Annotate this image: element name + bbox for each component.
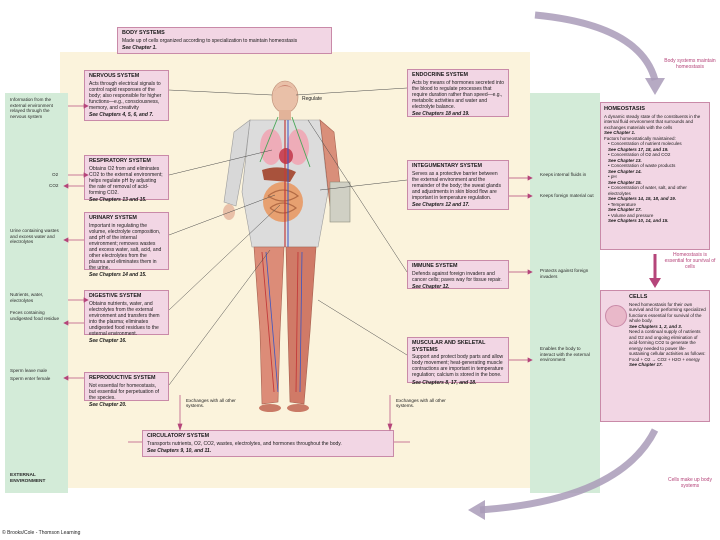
exchanges-right-label: Exchanges with all other systems. bbox=[396, 398, 446, 408]
factor-chapter: See Chapters 17, 18, and 19. bbox=[608, 146, 669, 152]
immune-system-text: Defends against foreign invaders and can… bbox=[412, 270, 502, 283]
exchanges-left-label: Exchanges with all other systems. bbox=[186, 398, 236, 408]
homeostasis-box: HOMEOSTASIS A dynamic steady state of th… bbox=[600, 102, 710, 250]
endocrine-system-chapter: See Chapters 18 and 19. bbox=[412, 111, 470, 118]
respiratory-system-box: RESPIRATORY SYSTEM Obtains O2 from and e… bbox=[84, 155, 169, 204]
info-note: Information from the external environmen… bbox=[10, 97, 53, 120]
immune-system-chapter: See Chapter 12. bbox=[412, 283, 450, 290]
reproductive-system-text: Not essential for homeostasis, but essen… bbox=[89, 382, 160, 401]
factor-chapter: See Chapter 17. bbox=[608, 207, 642, 213]
factor-item: • Concentration of waste products bbox=[608, 163, 676, 169]
integumentary-system-text: Serves as a protective barrier between t… bbox=[412, 170, 501, 201]
external-environment-label: EXTERNAL ENVIRONMENT bbox=[10, 473, 46, 484]
cells-text2: Need a continual supply of nutrients and… bbox=[629, 329, 706, 357]
cells-make-up-caption: Cells make up body systems bbox=[668, 477, 712, 489]
muscular-skeletal-system-title: MUSCULAR AND SKELETAL SYSTEMS bbox=[412, 340, 486, 353]
digestive-system-box: DIGESTIVE SYSTEM Obtains nutrients, wate… bbox=[84, 290, 169, 344]
factor-item: • Concentration of O2 and CO2 bbox=[608, 152, 671, 158]
body-systems-title: BODY SYSTEMS bbox=[122, 30, 165, 36]
factor-chapter: See Chapters 10, 14, and 15. bbox=[608, 218, 669, 224]
nervous-system-box: NERVOUS SYSTEM Acts through electrical s… bbox=[84, 70, 169, 121]
factor-item: • pH bbox=[608, 174, 617, 180]
enables-note: Enables the body to interact with the ex… bbox=[540, 346, 590, 363]
endocrine-system-title: ENDOCRINE SYSTEM bbox=[412, 72, 469, 78]
urinary-system-title: URINARY SYSTEM bbox=[89, 215, 137, 221]
urinary-system-chapter: See Chapters 14 and 15. bbox=[89, 272, 147, 279]
factor-item: • Volume and pressure bbox=[608, 212, 654, 218]
body-systems-box: BODY SYSTEMS Made up of cells organized … bbox=[117, 27, 332, 54]
muscular-skeletal-system-chapter: See Chapters 8, 17, and 18. bbox=[412, 379, 477, 386]
respiratory-system-text: Obtains O2 from and eliminates CO2 to th… bbox=[89, 165, 163, 196]
factor-item: • Concentration of water, salt, and othe… bbox=[608, 185, 687, 196]
urinary-system-text: Important in regulating the volume, elec… bbox=[89, 222, 162, 272]
sperm-female-note: Sperm enter female bbox=[10, 376, 51, 381]
endocrine-system-box: ENDOCRINE SYSTEM Acts by means of hormon… bbox=[407, 69, 509, 117]
human-body-illustration bbox=[223, 80, 351, 412]
integumentary-system-chapter: See Chapters 12 and 17. bbox=[412, 202, 470, 209]
feces-note: Feces containing undigested food residue bbox=[10, 310, 60, 321]
reproductive-system-title: REPRODUCTIVE SYSTEM bbox=[89, 375, 156, 381]
factor-item: • Concentration of nutrient molecules bbox=[608, 141, 682, 147]
factor-chapter: See Chapter 15. bbox=[608, 179, 642, 185]
o2-note: O2 bbox=[52, 172, 59, 177]
homeostasis-text: A dynamic steady state of the constituen… bbox=[604, 113, 701, 130]
respiratory-system-title: RESPIRATORY SYSTEM bbox=[89, 158, 151, 164]
nutrients-note: Nutrients, water, electrolytes bbox=[10, 292, 44, 303]
immune-system-box: IMMUNE SYSTEM Defends against foreign in… bbox=[407, 260, 509, 290]
factor-chapter: See Chapter 13. bbox=[608, 157, 642, 163]
co2-note: CO2 bbox=[49, 183, 59, 188]
cells-title: CELLS bbox=[629, 294, 648, 300]
urinary-system-box: URINARY SYSTEM Important in regulating t… bbox=[84, 212, 169, 278]
reproductive-system-box: REPRODUCTIVE SYSTEM Not essential for ho… bbox=[84, 372, 169, 408]
body-systems-text: Made up of cells organized according to … bbox=[122, 37, 298, 44]
factor-item: • Temperature bbox=[608, 201, 637, 207]
muscular-skeletal-system-text: Support and protect body parts and allow… bbox=[412, 354, 504, 379]
copyright-text: © Brooks/Cole - Thomson Learning bbox=[2, 530, 81, 536]
cells-box: CELLS Need homeostasis for their own sur… bbox=[600, 290, 710, 422]
keeps-out-note: Keeps foreign material out bbox=[540, 193, 594, 198]
nervous-system-chapter: See Chapters 4, 5, 6, and 7. bbox=[89, 112, 154, 119]
homeostasis-factors-intro: Factors homeostatically maintained: bbox=[604, 135, 676, 141]
cells-chapter1: See Chapters 1, 2, and 3. bbox=[629, 323, 683, 329]
homeostasis-chapter: See Chapter 1. bbox=[604, 130, 636, 136]
cells-chapter2: See Chapter 17. bbox=[629, 362, 663, 368]
respiratory-system-chapter: See Chapters 13 and 15. bbox=[89, 197, 147, 204]
internal-environment-strip bbox=[530, 93, 600, 493]
sperm-male-note: Sperm leave male bbox=[10, 368, 48, 373]
cells-equation: Food + O2 → CO2 + H2O + energy bbox=[629, 356, 700, 362]
immune-system-title: IMMUNE SYSTEM bbox=[412, 263, 458, 269]
essential-caption: Homeostasis is essential for survival of… bbox=[664, 252, 716, 270]
keeps-in-note: Keeps internal fluids in bbox=[540, 172, 587, 177]
external-environment-strip bbox=[5, 93, 68, 493]
circulatory-system-box: CIRCULATORY SYSTEM Transports nutrients,… bbox=[142, 430, 394, 457]
maintain-caption: Body systems maintain homeostasis bbox=[664, 58, 716, 70]
nervous-system-text: Acts through electrical signals to contr… bbox=[89, 80, 162, 111]
cells-text1: Need homeostasis for their own survival … bbox=[629, 301, 706, 324]
circulatory-system-chapter: See Chapters 9, 10, and 11. bbox=[147, 447, 212, 454]
body-systems-chapter: See Chapter 1. bbox=[122, 44, 157, 51]
digestive-system-title: DIGESTIVE SYSTEM bbox=[89, 293, 142, 299]
factor-chapter: See Chapters 14, 15, 18, and 19. bbox=[608, 196, 677, 202]
endocrine-system-text: Acts by means of hormones secreted into … bbox=[412, 79, 504, 110]
muscular-skeletal-system-box: MUSCULAR AND SKELETAL SYSTEMS Support an… bbox=[407, 337, 509, 386]
factor-chapter: See Chapter 14. bbox=[608, 168, 642, 174]
digestive-system-text: Obtains nutrients, water, and electrolyt… bbox=[89, 300, 160, 338]
nervous-system-title: NERVOUS SYSTEM bbox=[89, 73, 140, 79]
circulatory-system-title: CIRCULATORY SYSTEM bbox=[147, 433, 210, 439]
reproductive-system-chapter: See Chapter 20. bbox=[89, 401, 127, 408]
urine-note: Urine containing wastes and excess water… bbox=[10, 228, 59, 245]
protects-note: Protects against foreign invaders bbox=[540, 268, 589, 279]
cells-illustration bbox=[605, 305, 627, 327]
circulatory-system-text: Transports nutrients, O2, CO2, wastes, e… bbox=[147, 440, 342, 447]
digestive-system-chapter: See Chapter 16. bbox=[89, 338, 127, 345]
homeostasis-title: HOMEOSTASIS bbox=[604, 106, 645, 112]
regulate-label: Regulate bbox=[302, 96, 323, 102]
integumentary-system-title: INTEGUMENTARY SYSTEM bbox=[412, 163, 482, 169]
integumentary-system-box: INTEGUMENTARY SYSTEM Serves as a protect… bbox=[407, 160, 509, 210]
